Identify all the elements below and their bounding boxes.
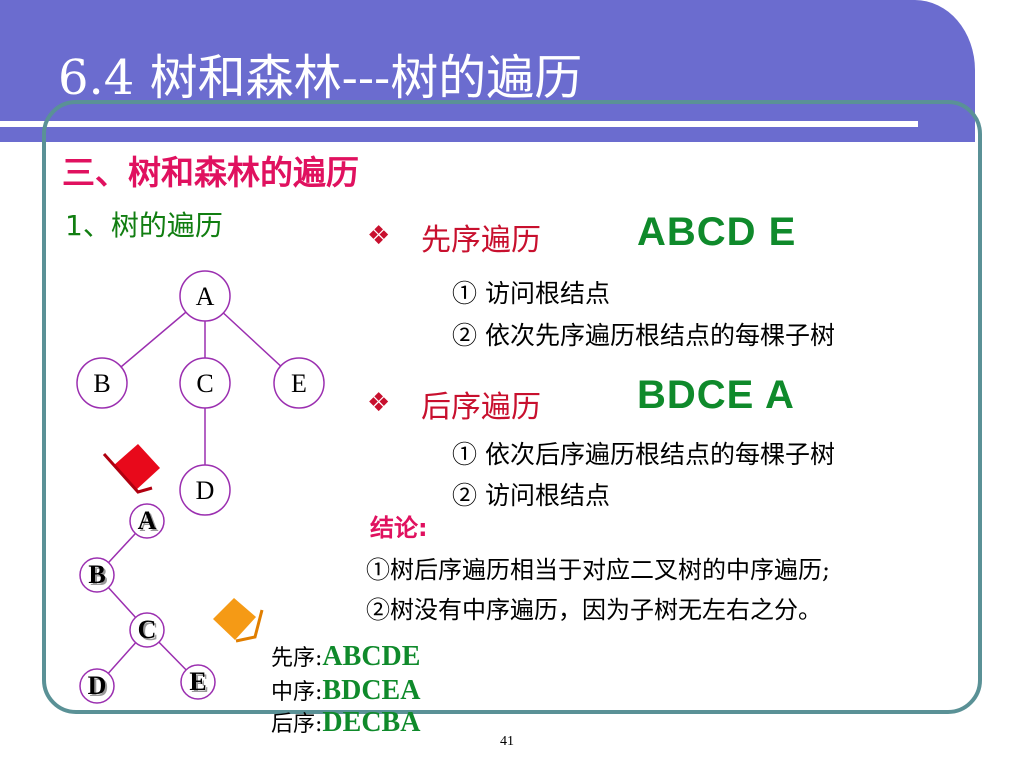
binary-order-inorder: 中序:BDCEA (271, 674, 420, 707)
conclusion-line-1: ①树后序遍历相当于对应二叉树的中序遍历; (366, 556, 831, 584)
preorder-step-2: ② 依次先序遍历根结点的每棵子树 (452, 321, 835, 350)
binary-tree-node-circle (79, 557, 115, 593)
binary-tree-node-circle (129, 612, 165, 648)
preorder-label: 先序遍历 (421, 223, 541, 258)
postorder-label: 后序遍历 (421, 390, 541, 425)
tree-node-label: A (196, 282, 215, 311)
binary-order-label: 后序: (271, 712, 323, 737)
title-banner (0, 0, 975, 142)
tree-node-circle (179, 464, 231, 516)
binary-tree-node-circle (180, 664, 216, 700)
binary-tree-node-shadow: C (140, 617, 159, 646)
binary-tree-node-shadow: D (90, 673, 109, 702)
binary-tree-node-shadow: E (191, 669, 208, 698)
page-number: 41 (500, 734, 514, 749)
postorder-step-1: ① 依次后序遍历根结点的每棵子树 (452, 440, 835, 469)
binary-tree-node-label: A (138, 506, 157, 535)
tree-node-circle (179, 357, 231, 409)
binary-tree-node-label: D (88, 671, 107, 700)
postorder-sequence: BDCE A (637, 373, 795, 417)
binary-tree-node-shadow: A (140, 508, 159, 537)
binary-order-preorder: 先序:ABCDE (271, 640, 420, 673)
binary-tree-node-label: E (189, 667, 206, 696)
preorder-step-1: ① 访问根结点 (452, 279, 610, 308)
slide-title: 6.4 树和森林---树的遍历 (58, 50, 583, 106)
binary-tree-node-label: C (138, 615, 157, 644)
subsection-title: 1、树的遍历 (65, 209, 223, 242)
binary-order-postorder: 后序:DECBA (271, 706, 420, 739)
binary-order-value: DECBA (322, 707, 421, 738)
tree-node-circle (76, 357, 128, 409)
binary-tree-node-circle (79, 668, 115, 704)
binary-tree-node-label: B (88, 560, 105, 589)
tree-node-circle (273, 357, 325, 409)
binary-order-label: 中序: (271, 680, 323, 705)
general-tree: A B C E D (76, 270, 325, 516)
orange-diamond-arrow-icon (213, 598, 264, 643)
postorder-step-2: ② 访问根结点 (452, 481, 610, 510)
binary-order-label: 先序: (271, 646, 323, 671)
tree-node-label: B (93, 369, 110, 398)
section-title: 三、树和森林的遍历 (62, 153, 359, 192)
preorder-bullet-icon: ❖ (367, 221, 391, 251)
conclusion-label: 结论: (370, 514, 428, 542)
tree-node-label: E (291, 369, 307, 398)
red-diamond-arrow-icon (102, 444, 160, 494)
binary-order-value: ABCDE (322, 641, 421, 672)
postorder-bullet-icon: ❖ (367, 388, 391, 418)
tree-node-label: D (196, 476, 215, 505)
preorder-sequence: ABCD E (637, 210, 797, 254)
binary-tree-node-shadow: B (90, 562, 107, 591)
tree-node-label: C (196, 369, 213, 398)
content-frame (42, 100, 982, 714)
title-underline (0, 121, 918, 127)
binary-order-value: BDCEA (322, 675, 421, 706)
tree-node-circle (179, 270, 231, 322)
binary-tree-node-circle (129, 503, 165, 539)
conclusion-line-2: ②树没有中序遍历，因为子树无左右之分。 (366, 596, 822, 624)
